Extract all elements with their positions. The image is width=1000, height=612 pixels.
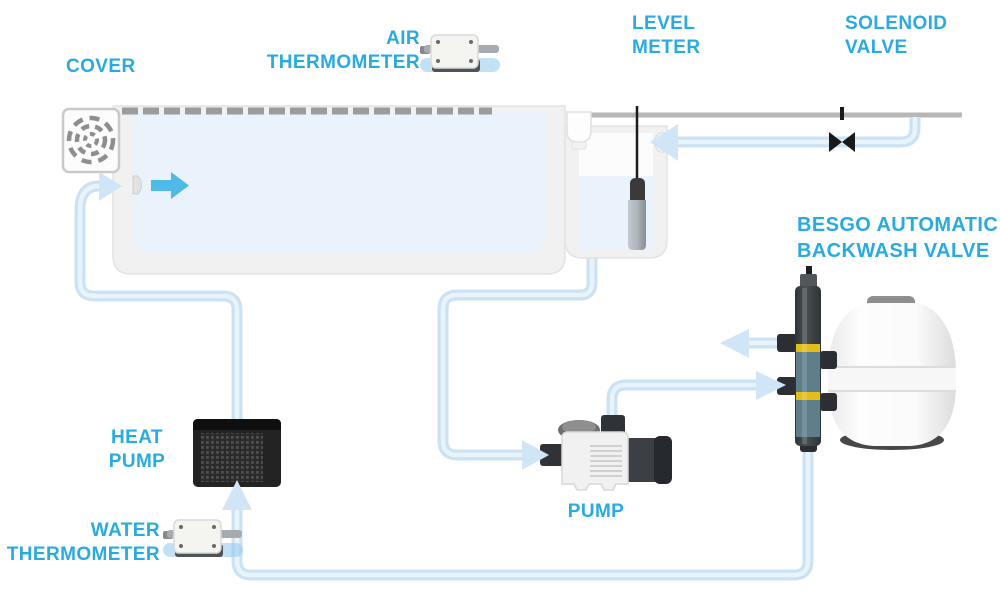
overflow-skimmer bbox=[566, 111, 592, 143]
water-thermometer-icon bbox=[162, 519, 244, 558]
waste-arrow bbox=[720, 329, 749, 358]
pump-motor bbox=[626, 438, 662, 482]
top-up-arrow bbox=[650, 124, 678, 161]
pool-water bbox=[133, 111, 546, 254]
backwash-valve-icon bbox=[777, 266, 837, 452]
to-heat-pump-arrow bbox=[222, 480, 252, 510]
cover-label: COVER bbox=[66, 56, 136, 77]
solenoid-valve-label: SOLENOID VALVE bbox=[845, 13, 948, 58]
suction-arrow bbox=[522, 440, 549, 470]
pool bbox=[112, 105, 566, 275]
air-thermometer-label: AIR THERMOMETER bbox=[266, 28, 420, 73]
level-meter-label: LEVEL METER bbox=[632, 13, 701, 58]
air-thermometer-icon bbox=[419, 34, 501, 73]
solenoid-valve-icon bbox=[829, 107, 855, 152]
water-thermometer-label: WATER THERMOMETER bbox=[6, 520, 160, 565]
return-arrow bbox=[99, 172, 122, 201]
pump-to-valve-arrow bbox=[756, 371, 786, 400]
jet-arrow bbox=[151, 172, 189, 199]
pump-inlet-port bbox=[540, 444, 566, 466]
pool-inlet-nozzle bbox=[132, 175, 142, 195]
pipes bbox=[74, 112, 962, 581]
cover-roller-icon bbox=[61, 107, 121, 174]
top-up-pipe bbox=[672, 117, 921, 148]
level-sensor-icon bbox=[628, 106, 646, 250]
heat-pump-label: HEAT PUMP bbox=[108, 427, 166, 472]
pump-to-valve-pipe bbox=[606, 379, 758, 434]
heat-pump-icon bbox=[193, 419, 281, 487]
filter-tank-icon bbox=[828, 296, 956, 450]
pump-label: PUMP bbox=[567, 501, 625, 522]
besgo-valve-label: BESGO AUTOMATIC BACKWASH VALVE bbox=[797, 214, 999, 262]
pump-icon bbox=[540, 415, 672, 491]
balance-tank bbox=[564, 111, 668, 259]
flow-arrows bbox=[99, 107, 855, 510]
